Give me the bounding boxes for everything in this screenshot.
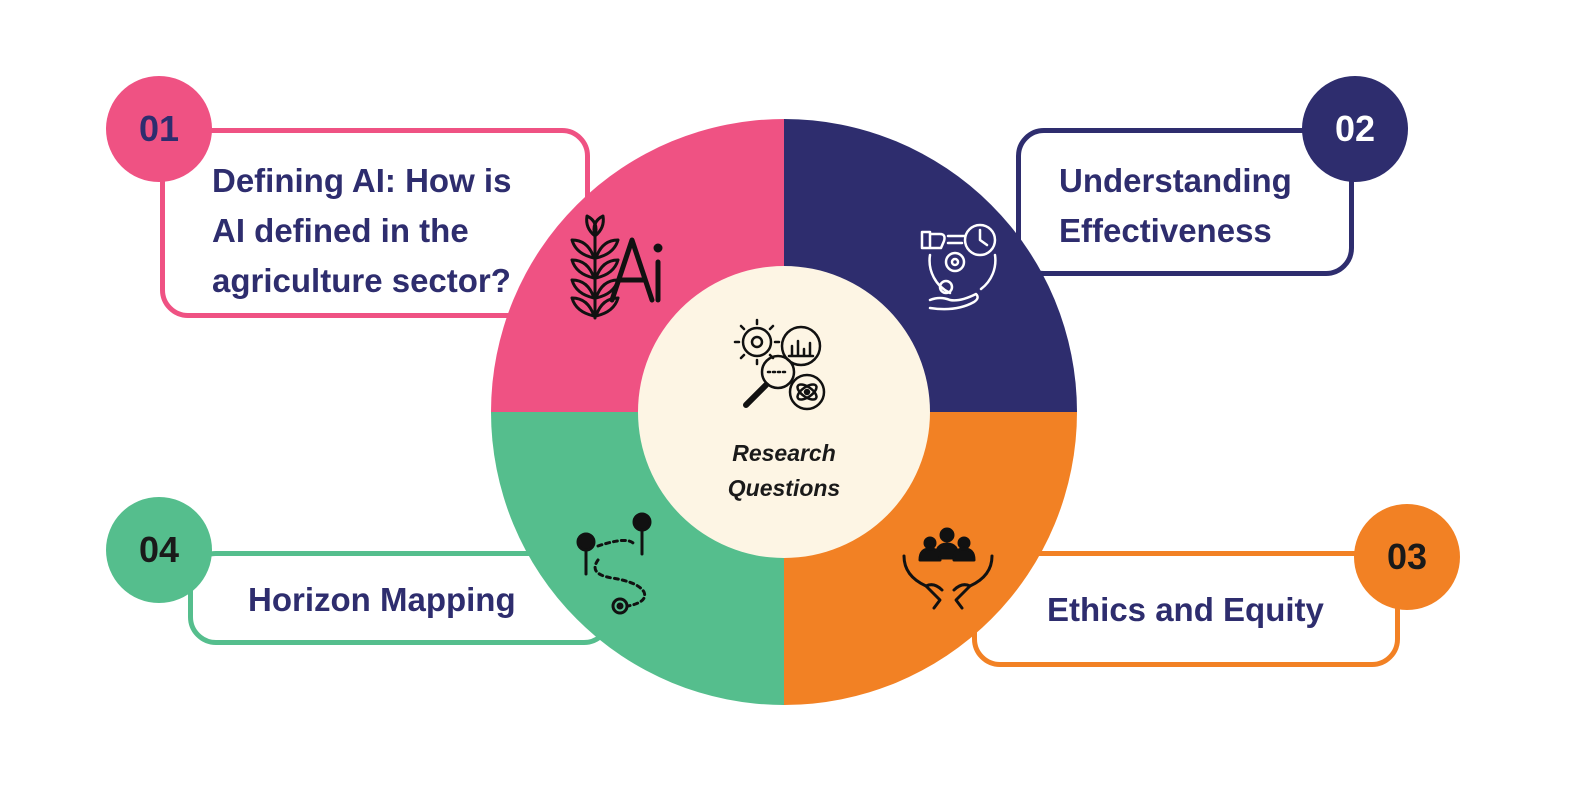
map-pins-route-icon — [576, 512, 652, 615]
box-02-line-2: Effectiveness — [1059, 212, 1272, 249]
research-magnifier-gear-chart-icon — [733, 318, 826, 411]
box-03 — [972, 551, 1400, 667]
box-01 — [160, 128, 590, 318]
box-04-line-1: Horizon Mapping — [248, 581, 516, 618]
box-01-text: Defining AI: How is AI defined in the ag… — [212, 156, 511, 306]
box-01-line-1: Defining AI: How is — [212, 162, 512, 199]
wheat-ai-icon — [570, 214, 663, 320]
box-04-text: Horizon Mapping — [248, 575, 516, 625]
productivity-gear-clock-icon — [920, 223, 997, 311]
box-03-line-1: Ethics and Equity — [1047, 591, 1324, 628]
people-hands-icon — [902, 527, 994, 610]
badge-01: 01 — [106, 76, 212, 182]
center-title: Research Questions — [684, 436, 884, 506]
badge-03-number: 03 — [1386, 536, 1428, 577]
badge-04-number: 04 — [138, 529, 180, 570]
badge-04: 04 — [106, 497, 212, 603]
box-02 — [1016, 128, 1354, 276]
center-circle — [638, 266, 930, 558]
box-01-line-3: agriculture sector? — [212, 262, 511, 299]
center-title-line-1: Research — [732, 440, 836, 466]
box-01-line-2: AI defined in the — [212, 212, 469, 249]
badge-01-number: 01 — [138, 108, 180, 149]
box-02-line-1: Understanding — [1059, 162, 1292, 199]
badge-02-number: 02 — [1334, 108, 1376, 149]
box-02-text: Understanding Effectiveness — [1059, 156, 1292, 256]
center-title-line-2: Questions — [727, 475, 841, 501]
badge-03: 03 — [1354, 504, 1460, 610]
badge-02: 02 — [1302, 76, 1408, 182]
box-03-text: Ethics and Equity — [1047, 585, 1324, 635]
